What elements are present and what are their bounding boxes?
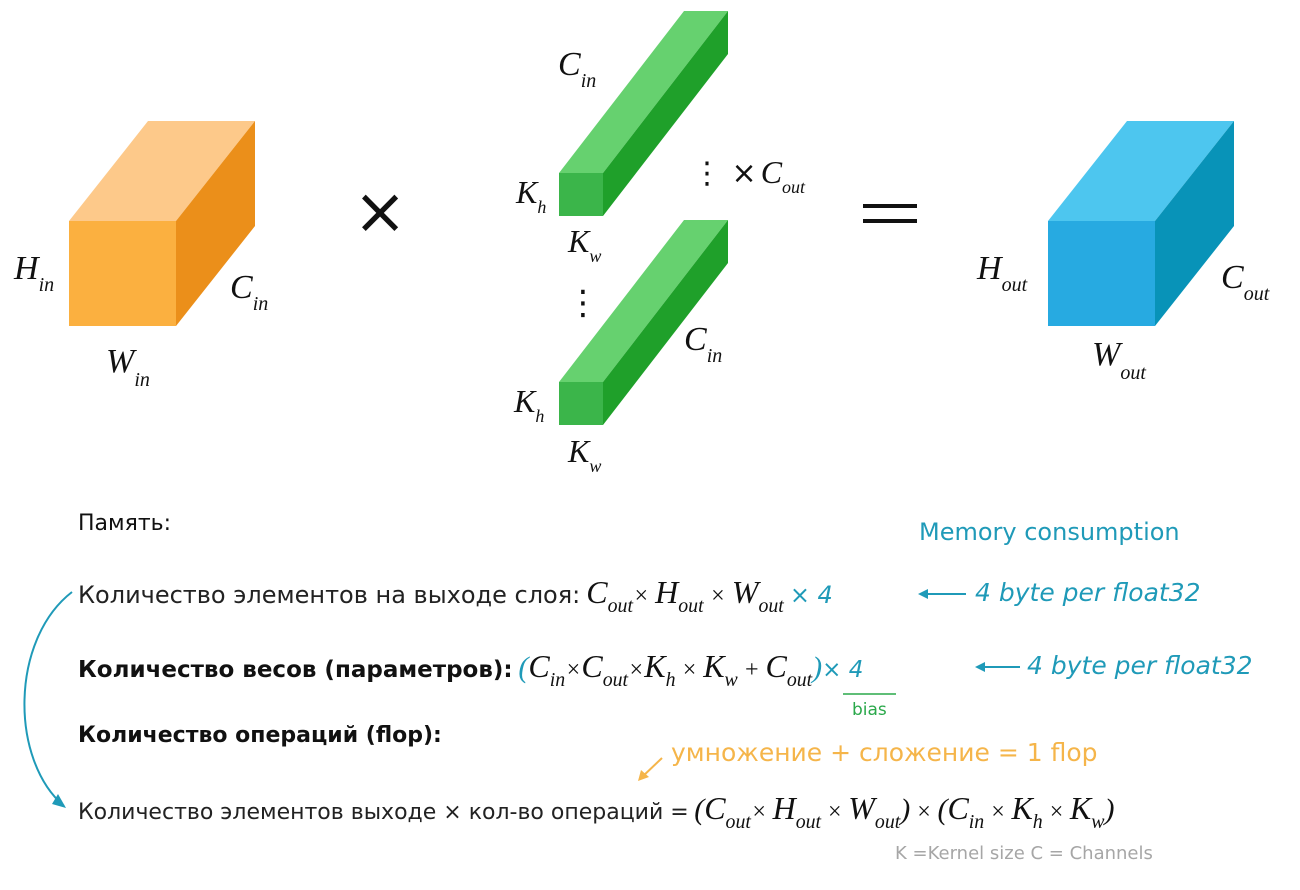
kernel-vdots: ⋮ bbox=[566, 283, 600, 323]
input-tensor-front bbox=[69, 221, 176, 326]
kernel-bottom-top bbox=[559, 220, 728, 382]
input-tensor-top bbox=[69, 121, 255, 221]
kernel-top-front bbox=[559, 173, 603, 216]
bias-label: bias bbox=[852, 700, 887, 720]
kernel-top-width-label: Kw bbox=[567, 223, 601, 266]
input-tensor bbox=[69, 121, 255, 326]
input-channels-label: Cin bbox=[230, 269, 268, 315]
output-height-label: Hout bbox=[976, 250, 1028, 296]
output-tensor-side bbox=[1155, 121, 1234, 326]
kernel-bottom-width-label: Kw bbox=[567, 433, 601, 476]
flop-arrow-head bbox=[638, 770, 649, 781]
curved-link-arrow bbox=[23, 591, 73, 807]
row1-formula: Количество элементов на выходе слоя: Cou… bbox=[78, 574, 833, 617]
row3-label: Количество элементов выходе × кол-во опе… bbox=[78, 800, 689, 825]
kernel-bottom-front bbox=[559, 382, 603, 425]
input-width-label: Win bbox=[106, 343, 150, 391]
flop-title: Количество операций (flop): bbox=[78, 723, 442, 748]
row3-formula: Количество элементов выходе × кол-во опе… bbox=[78, 790, 1115, 833]
output-tensor-front bbox=[1048, 221, 1155, 326]
kernel-bottom-side bbox=[603, 220, 728, 425]
memory-title: Память: bbox=[78, 511, 172, 536]
kernel-top-side bbox=[603, 11, 728, 216]
input-tensor-side bbox=[176, 121, 255, 326]
row2-arrow-head bbox=[975, 662, 985, 672]
legend-note: K =Kernel size C = Channels bbox=[895, 843, 1153, 864]
output-tensor bbox=[1048, 121, 1234, 326]
times-operator: × bbox=[353, 175, 407, 249]
row2-note: 4 byte per float32 bbox=[1027, 651, 1253, 680]
kernel-bottom-height-label: Kh bbox=[513, 383, 544, 426]
row1-arrow-head bbox=[918, 589, 928, 599]
output-channels-label: Cout bbox=[1221, 259, 1270, 305]
output-width-label: Wout bbox=[1092, 336, 1146, 384]
kernel-bottom-channels-label: Cin bbox=[684, 321, 722, 367]
kernel-count-label: ⋮ ×Cout bbox=[692, 154, 806, 197]
kernel-top bbox=[559, 11, 728, 216]
equals-operator bbox=[863, 204, 917, 223]
output-tensor-top bbox=[1048, 121, 1234, 221]
kernel-bottom bbox=[559, 220, 728, 425]
memory-consumption-label: Memory consumption bbox=[919, 518, 1180, 546]
row1-label: Количество элементов на выходе слоя: bbox=[78, 581, 581, 609]
kernel-top-top bbox=[559, 11, 728, 173]
row1-note: 4 byte per float32 bbox=[975, 578, 1201, 607]
input-height-label: Hin bbox=[13, 250, 54, 296]
kernel-top-channels-label: Cin bbox=[558, 46, 596, 92]
row2-formula: Количество весов (параметров): (Cin×Cout… bbox=[78, 648, 864, 691]
flop-note: умножение + сложение = 1 flop bbox=[671, 738, 1098, 767]
kernel-top-height-label: Kh bbox=[515, 174, 546, 217]
curved-link-arrow-head bbox=[52, 794, 66, 808]
row2-label: Количество весов (параметров): bbox=[78, 657, 513, 683]
